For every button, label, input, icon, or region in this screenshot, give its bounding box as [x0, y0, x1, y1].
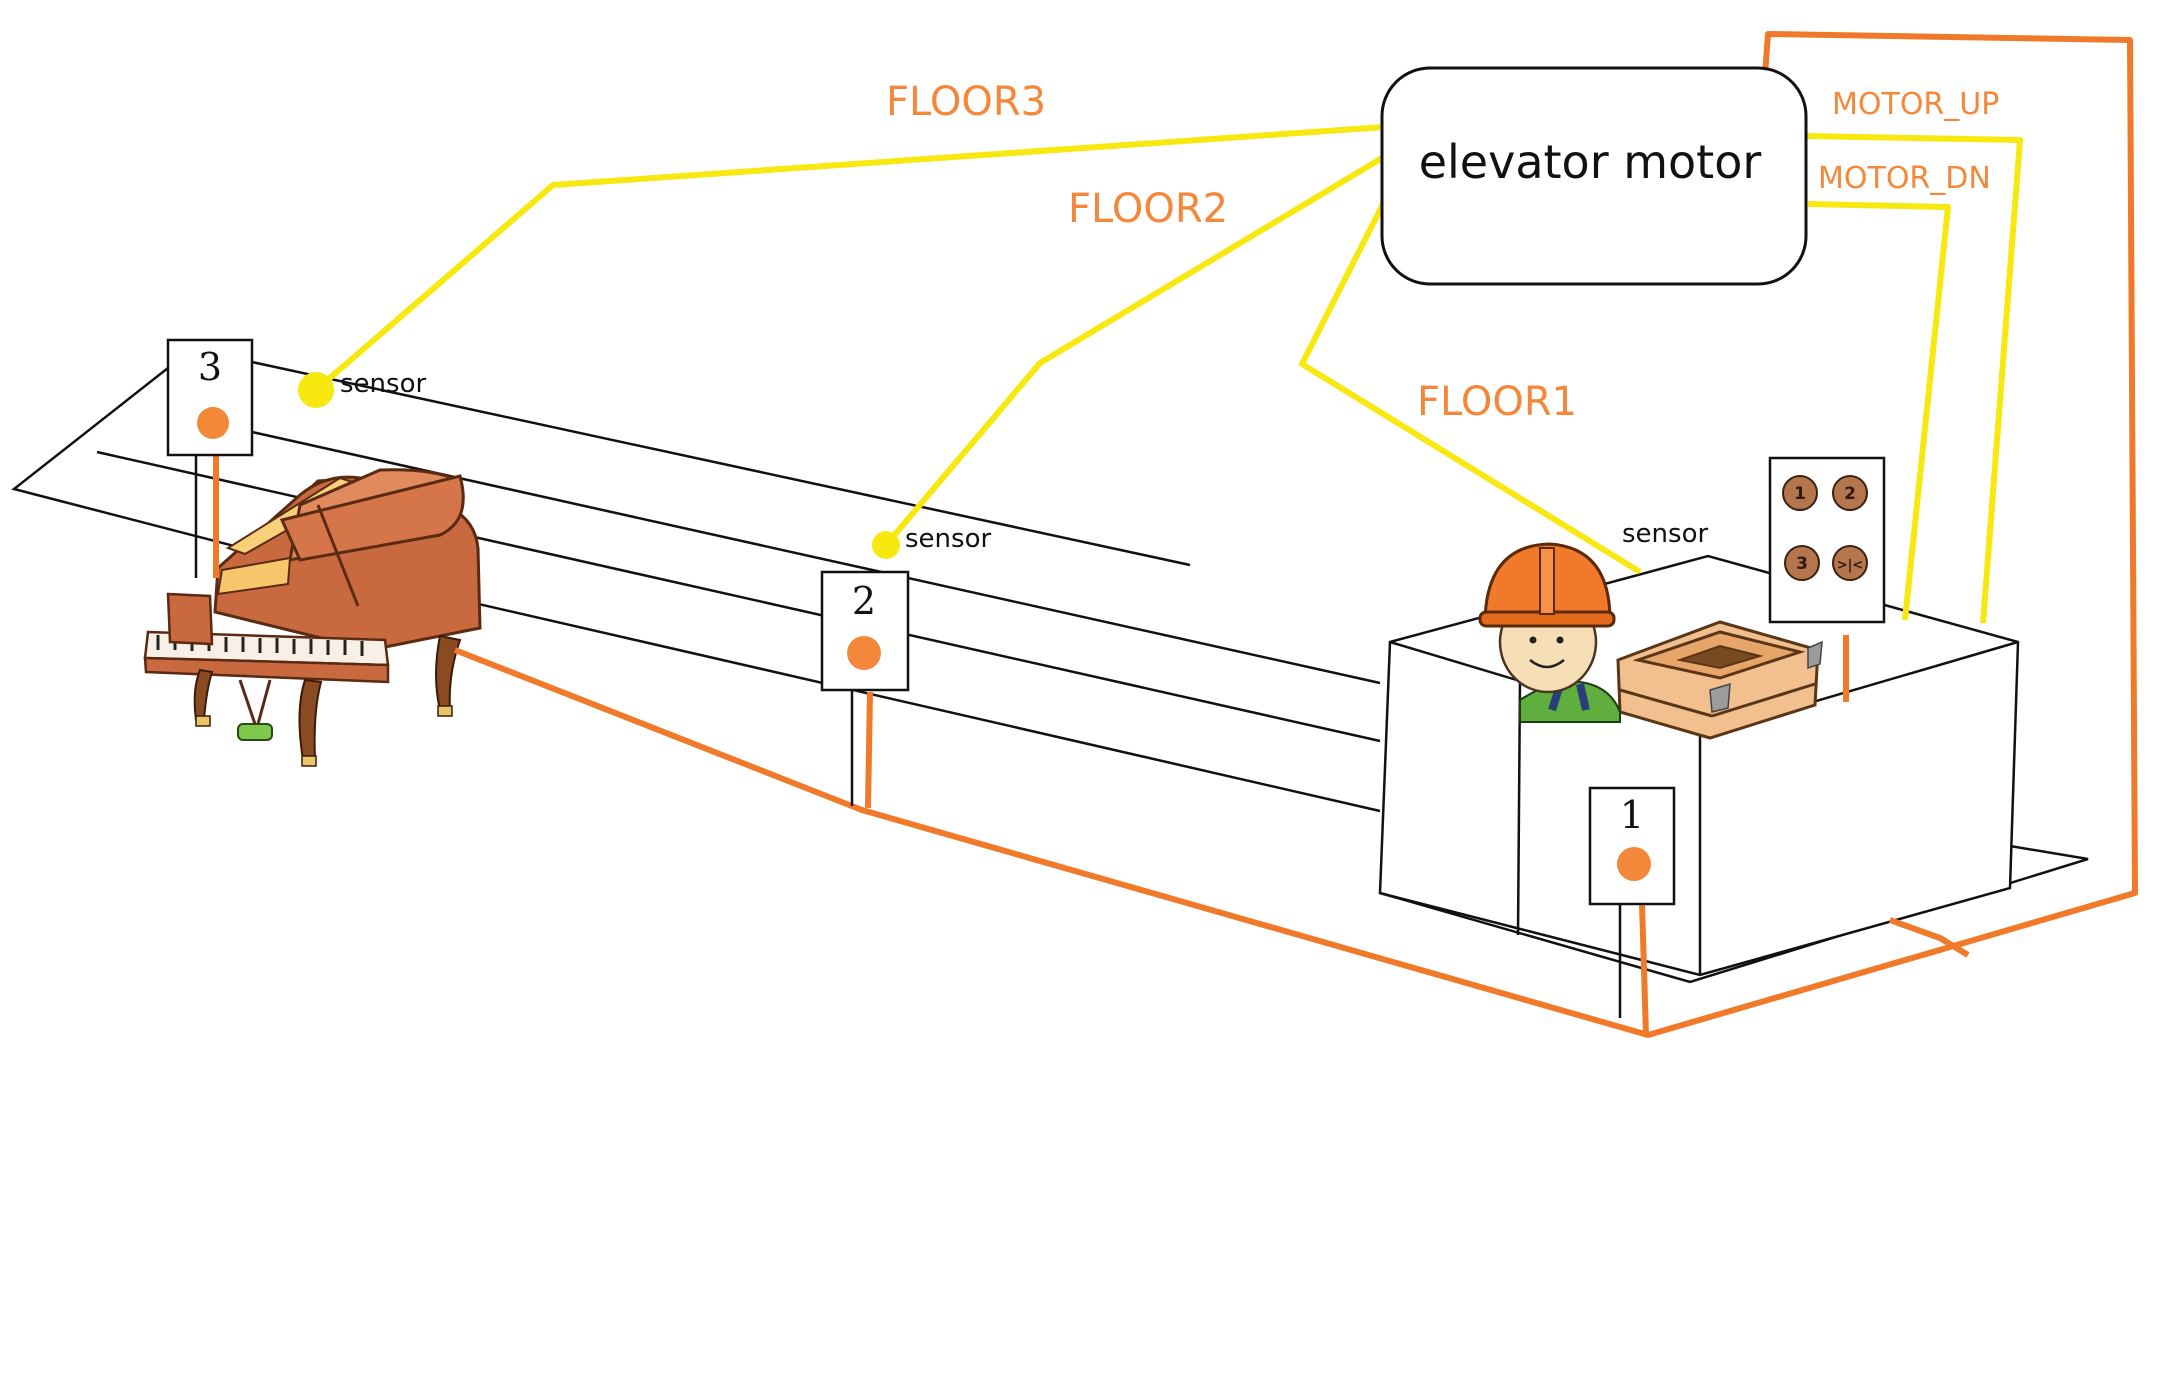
- svg-text:2: 2: [852, 579, 876, 623]
- floor2-wire-label: FLOOR2: [1068, 186, 1228, 232]
- motor-up-wire: [1805, 133, 2023, 624]
- floor-1-sensor-label: sensor: [1622, 519, 1708, 549]
- floor-1-indicator: [1617, 847, 1651, 881]
- floor-3-sign: 3: [166, 338, 254, 578]
- floor-2-sensor: [872, 531, 900, 559]
- motor-dn-wire-label: MOTOR_DN: [1818, 161, 1991, 196]
- floor1-wire: [1299, 200, 1642, 575]
- power-wires: [213, 31, 2138, 1038]
- motor-dn-wire: [1807, 201, 1951, 621]
- door-button[interactable]: >|<: [1832, 545, 1868, 581]
- elevator-motor-label: elevator motor: [1419, 135, 1762, 189]
- crate-icon: [1616, 620, 1823, 740]
- floor-1-call-button[interactable]: 1: [1782, 475, 1818, 511]
- floor-2-indicator: [847, 636, 881, 670]
- motor-up-wire-label: MOTOR_UP: [1832, 87, 1999, 122]
- floor-3-sensor-label: sensor: [340, 369, 426, 399]
- floor2-wire: [883, 155, 1384, 547]
- elevator-motor: elevator motor: [1380, 66, 1808, 286]
- floor-3-indicator: [197, 407, 229, 439]
- floor1-wire-label: FLOOR1: [1417, 379, 1577, 425]
- floor-2-sensor-label: sensor: [905, 524, 991, 554]
- svg-text:>|<: >|<: [1837, 558, 1864, 573]
- svg-text:1: 1: [1620, 793, 1644, 837]
- floor-3-sensor: [298, 372, 334, 408]
- svg-text:3: 3: [198, 345, 222, 389]
- svg-text:1: 1: [1794, 484, 1806, 504]
- elevator-car: [1378, 554, 2020, 977]
- floor3-wire: [314, 124, 1385, 393]
- worker-icon: [1478, 542, 1621, 723]
- grand-piano-icon: [143, 468, 482, 767]
- svg-text:3: 3: [1796, 554, 1808, 574]
- floor-2-sign: 2: [820, 570, 910, 806]
- floor-1-sign: 1: [1588, 786, 1676, 1018]
- floor-3-call-button[interactable]: 3: [1784, 545, 1820, 581]
- control-panel: 1 2 3 >|<: [1768, 456, 1886, 624]
- signal-wires: [314, 124, 2023, 624]
- svg-text:2: 2: [1844, 484, 1856, 504]
- floor-2-call-button[interactable]: 2: [1832, 475, 1868, 511]
- floor3-wire-label: FLOOR3: [886, 79, 1046, 125]
